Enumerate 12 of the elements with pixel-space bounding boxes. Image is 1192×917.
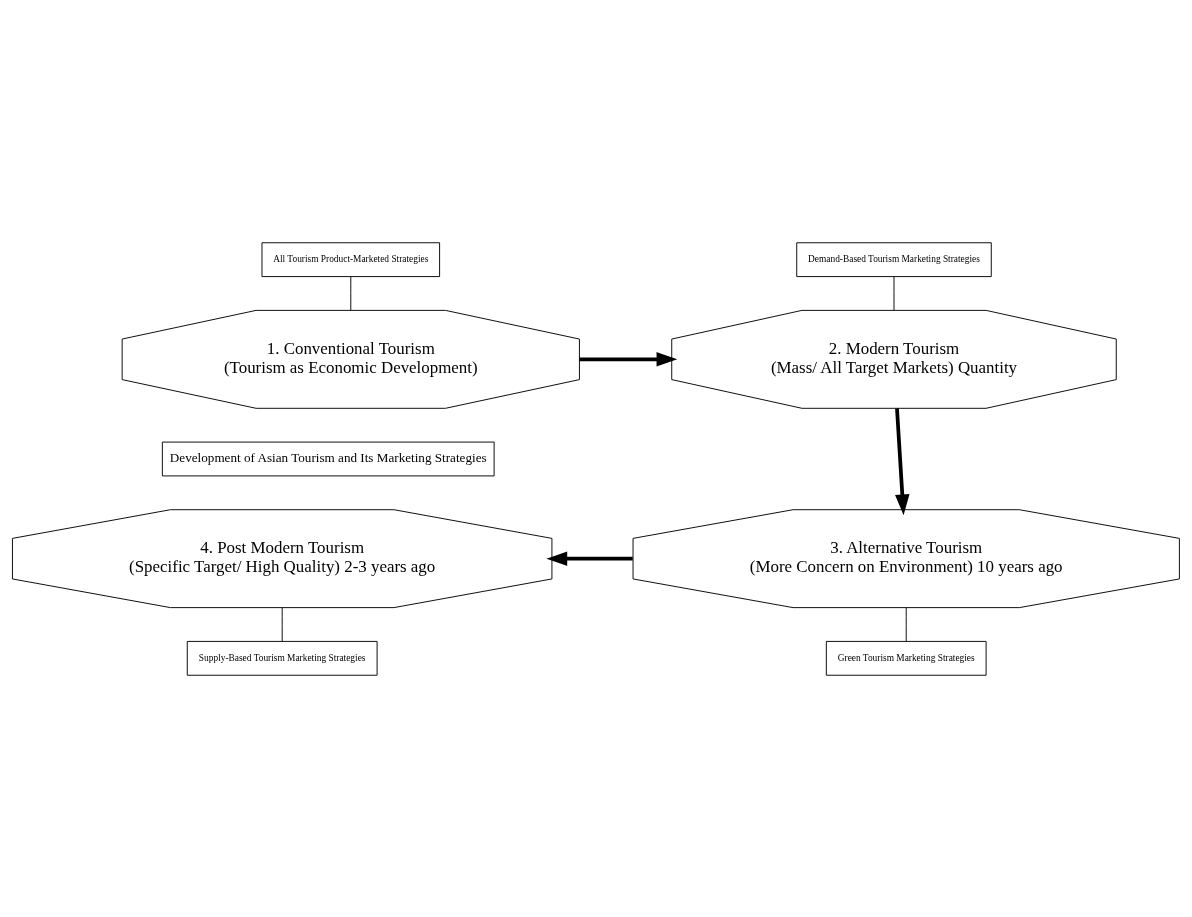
connector bbox=[281, 606, 283, 642]
node-box: Supply-Based Tourism Marketing Strategies bbox=[186, 640, 378, 676]
arrow bbox=[895, 407, 910, 515]
node-box: Green Tourism Marketing Strategies bbox=[825, 640, 987, 676]
node-box: Development of Asian Tourism and Its Marketing Strategies bbox=[161, 441, 495, 476]
arrow bbox=[579, 351, 678, 367]
connector bbox=[905, 606, 907, 642]
connector bbox=[350, 275, 352, 311]
arrow bbox=[546, 550, 633, 566]
node-box: All Tourism Product-Marketed Strategies bbox=[261, 241, 441, 277]
connector bbox=[893, 275, 895, 311]
node-box: Demand-Based Tourism Marketing Strategies bbox=[796, 241, 992, 277]
